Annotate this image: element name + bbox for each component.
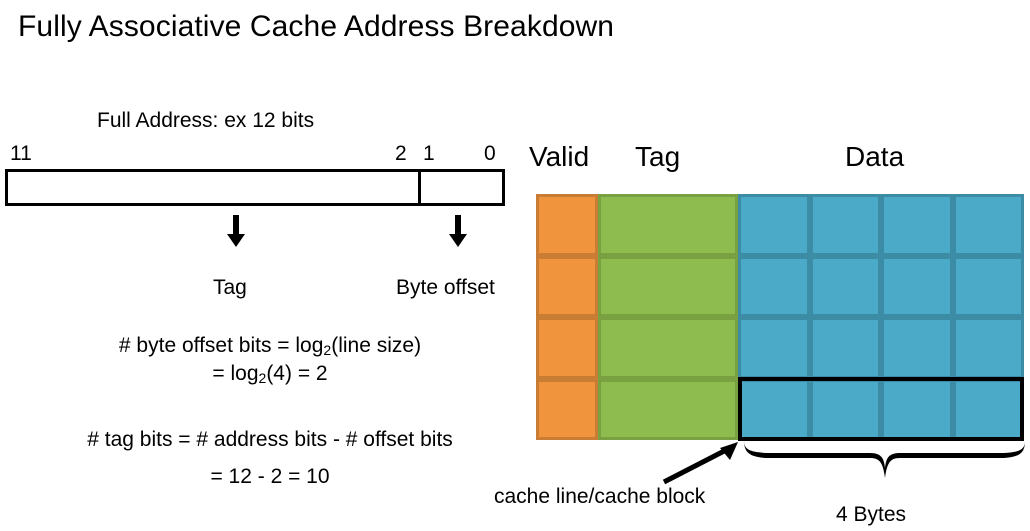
data-cell xyxy=(738,317,810,379)
data-cell xyxy=(952,378,1024,440)
formula-offset-bits-line2: = log2(4) = 2 xyxy=(0,362,540,386)
table-row xyxy=(738,194,1024,256)
valid-cell xyxy=(536,255,598,317)
bit-label-tag-lsb: 2 xyxy=(395,142,407,165)
data-cell xyxy=(809,317,881,379)
byte-offset-down-arrow-icon xyxy=(449,215,467,247)
formula-subscript: 2 xyxy=(258,370,267,386)
column-header-tag: Tag xyxy=(635,141,681,172)
arrow-shaft xyxy=(455,215,461,235)
formula-text: # byte offset bits = log xyxy=(118,334,324,357)
cache-column-valid xyxy=(536,194,598,440)
data-cell xyxy=(738,378,810,440)
table-row xyxy=(738,378,1024,440)
bit-label-msb: 11 xyxy=(10,142,32,165)
data-cell xyxy=(809,255,881,317)
data-cell xyxy=(952,255,1024,317)
formula-tag-bits-line2: = 12 - 2 = 10 xyxy=(210,465,330,488)
formula-text: = log xyxy=(212,362,259,385)
full-address-caption: Full Address: ex 12 bits xyxy=(97,109,315,132)
cache-table xyxy=(536,194,1024,440)
annotation-block-size: 4 Bytes xyxy=(836,503,907,526)
valid-cell xyxy=(536,194,598,256)
data-cell xyxy=(952,194,1024,256)
data-cell xyxy=(809,194,881,256)
data-cell xyxy=(881,194,953,256)
data-cell xyxy=(738,255,810,317)
address-field-label-byte-offset: Byte offset xyxy=(396,276,495,299)
formula-tag-bits-line1: # tag bits = # address bits - # offset b… xyxy=(87,428,453,451)
valid-cell xyxy=(536,317,598,379)
data-cell xyxy=(738,194,810,256)
formula-subscript: 2 xyxy=(323,342,332,358)
bit-label-offset-lsb: 0 xyxy=(484,142,496,165)
address-bar-divider xyxy=(418,172,421,203)
data-cell xyxy=(881,317,953,379)
address-field-label-tag: Tag xyxy=(213,276,247,299)
tag-cell xyxy=(598,317,738,379)
formula-text: (4) = 2 xyxy=(266,362,328,385)
tag-cell xyxy=(598,194,738,256)
bit-label-offset-msb: 1 xyxy=(423,142,435,165)
data-cell xyxy=(952,317,1024,379)
data-cell xyxy=(881,255,953,317)
cache-column-tag xyxy=(598,194,738,440)
tag-down-arrow-icon xyxy=(227,215,245,247)
column-header-data: Data xyxy=(845,141,905,172)
page-title: Fully Associative Cache Address Breakdow… xyxy=(18,10,615,43)
address-bar xyxy=(5,169,505,206)
data-cell xyxy=(881,378,953,440)
formula-text: (line size) xyxy=(331,334,422,357)
table-row xyxy=(738,317,1024,379)
data-cell xyxy=(809,378,881,440)
tag-cell xyxy=(598,255,738,317)
cache-column-data xyxy=(738,194,1024,440)
arrow-head xyxy=(227,234,245,247)
tag-cell xyxy=(598,378,738,440)
arrow-head xyxy=(449,234,467,247)
cache-line-pointer-arrow-icon xyxy=(662,442,738,485)
arrow-shaft xyxy=(233,215,239,235)
valid-cell xyxy=(536,378,598,440)
table-row xyxy=(738,255,1024,317)
block-size-brace-icon xyxy=(744,441,1025,478)
formula-offset-bits-line1: # byte offset bits = log2(line size) xyxy=(0,334,540,358)
annotation-cache-line: cache line/cache block xyxy=(494,485,706,508)
column-header-valid: Valid xyxy=(529,141,590,172)
